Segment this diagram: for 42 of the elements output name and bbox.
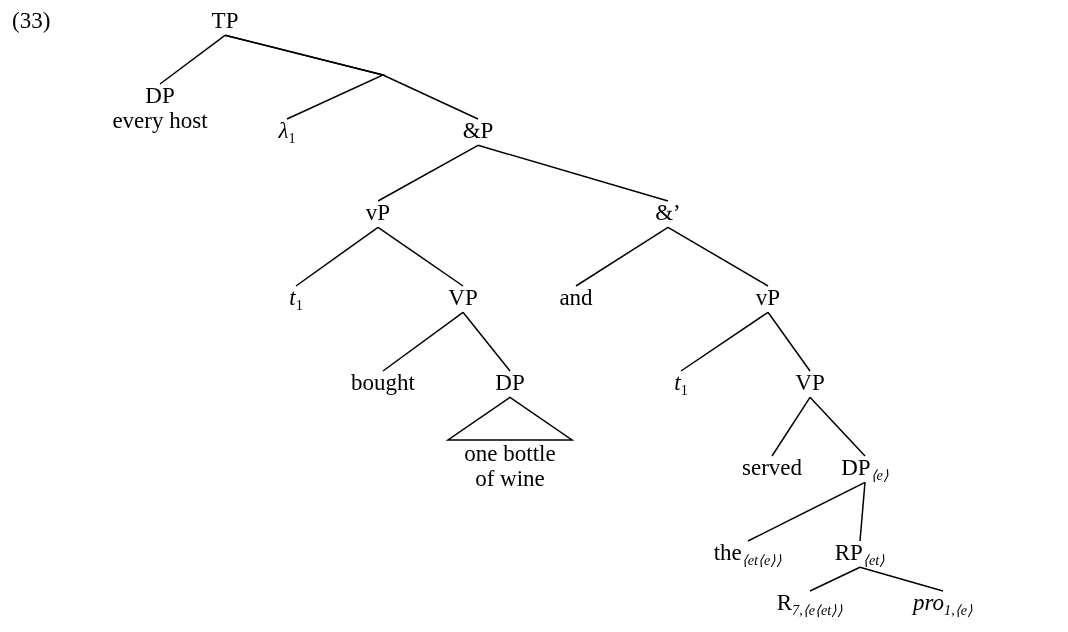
node-label: bought bbox=[351, 370, 415, 396]
node-label: VP bbox=[448, 285, 478, 311]
node-label: the$_{⟨et⟨e⟩⟩}$ bbox=[713, 540, 783, 566]
tree-branch bbox=[667, 226, 769, 287]
tree-branch bbox=[859, 566, 944, 592]
node-label: DP bbox=[495, 370, 525, 396]
triangle-branch bbox=[445, 396, 575, 441]
node-label: t$_{1}$ bbox=[674, 370, 688, 396]
node-label: t$_{1}$ bbox=[289, 285, 303, 311]
tree-branch bbox=[477, 144, 669, 202]
tree-branch bbox=[859, 481, 866, 542]
tree-branch bbox=[159, 34, 226, 85]
node-label: R$_{7,⟨e⟨et⟩⟩}$ bbox=[776, 590, 844, 616]
tree-branch bbox=[377, 144, 479, 202]
tree-branch bbox=[771, 396, 811, 457]
node-label: RP$_{⟨et⟩}$ bbox=[834, 540, 886, 566]
node-label: one bottle of wine bbox=[454, 441, 566, 492]
tree-branch bbox=[747, 481, 866, 542]
node-label: DP$_{⟨e⟩}$ bbox=[841, 455, 889, 481]
tree-branch bbox=[224, 34, 479, 120]
tree-branch bbox=[462, 311, 511, 372]
node-label: and bbox=[559, 285, 593, 311]
node-label: vP bbox=[755, 285, 781, 311]
node-label: every host bbox=[112, 108, 208, 134]
tree-branch bbox=[767, 311, 811, 372]
tree-branch bbox=[809, 566, 861, 592]
tree-branch bbox=[575, 226, 669, 287]
tree-branch bbox=[680, 311, 769, 372]
node-label: DP bbox=[144, 83, 176, 109]
node-label: vP bbox=[365, 200, 391, 226]
node-label: served bbox=[742, 455, 802, 481]
tree-branch bbox=[382, 311, 464, 372]
node-label: pro$_{1,⟨e⟩}$ bbox=[912, 590, 974, 616]
example-number: (33) bbox=[12, 8, 51, 34]
node-label: λ$_{1}$ bbox=[278, 118, 296, 144]
tree-branch bbox=[295, 226, 379, 287]
tree-branch bbox=[377, 226, 464, 287]
node-label: TP bbox=[211, 8, 239, 34]
node-label: &’ bbox=[655, 200, 681, 226]
node-label: VP bbox=[795, 370, 825, 396]
tree-branch bbox=[809, 396, 866, 457]
node-label: &P bbox=[462, 118, 494, 144]
